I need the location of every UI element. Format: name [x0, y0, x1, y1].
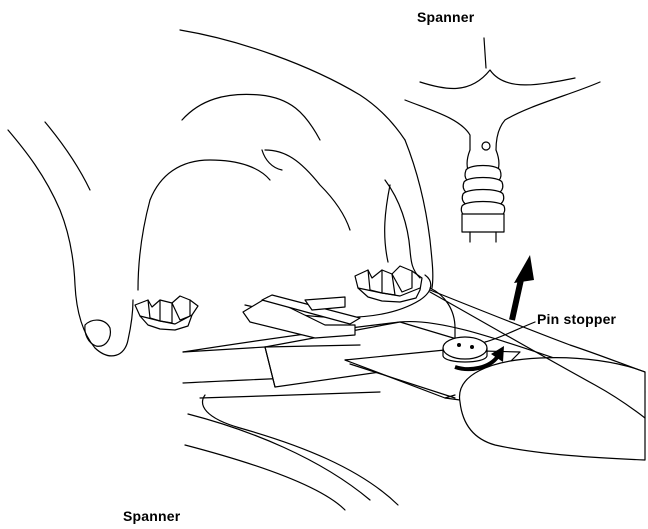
- star-nut-right: [355, 266, 422, 302]
- spanner-label-bottom: Spanner: [123, 508, 180, 524]
- spanner-tool: [405, 38, 600, 242]
- pin-stopper-label: Pin stopper: [537, 311, 616, 327]
- spanner-label-top: Spanner: [417, 9, 474, 25]
- up-arrow-icon: [512, 255, 534, 320]
- star-nut-left: [135, 296, 198, 330]
- hand: [8, 30, 433, 356]
